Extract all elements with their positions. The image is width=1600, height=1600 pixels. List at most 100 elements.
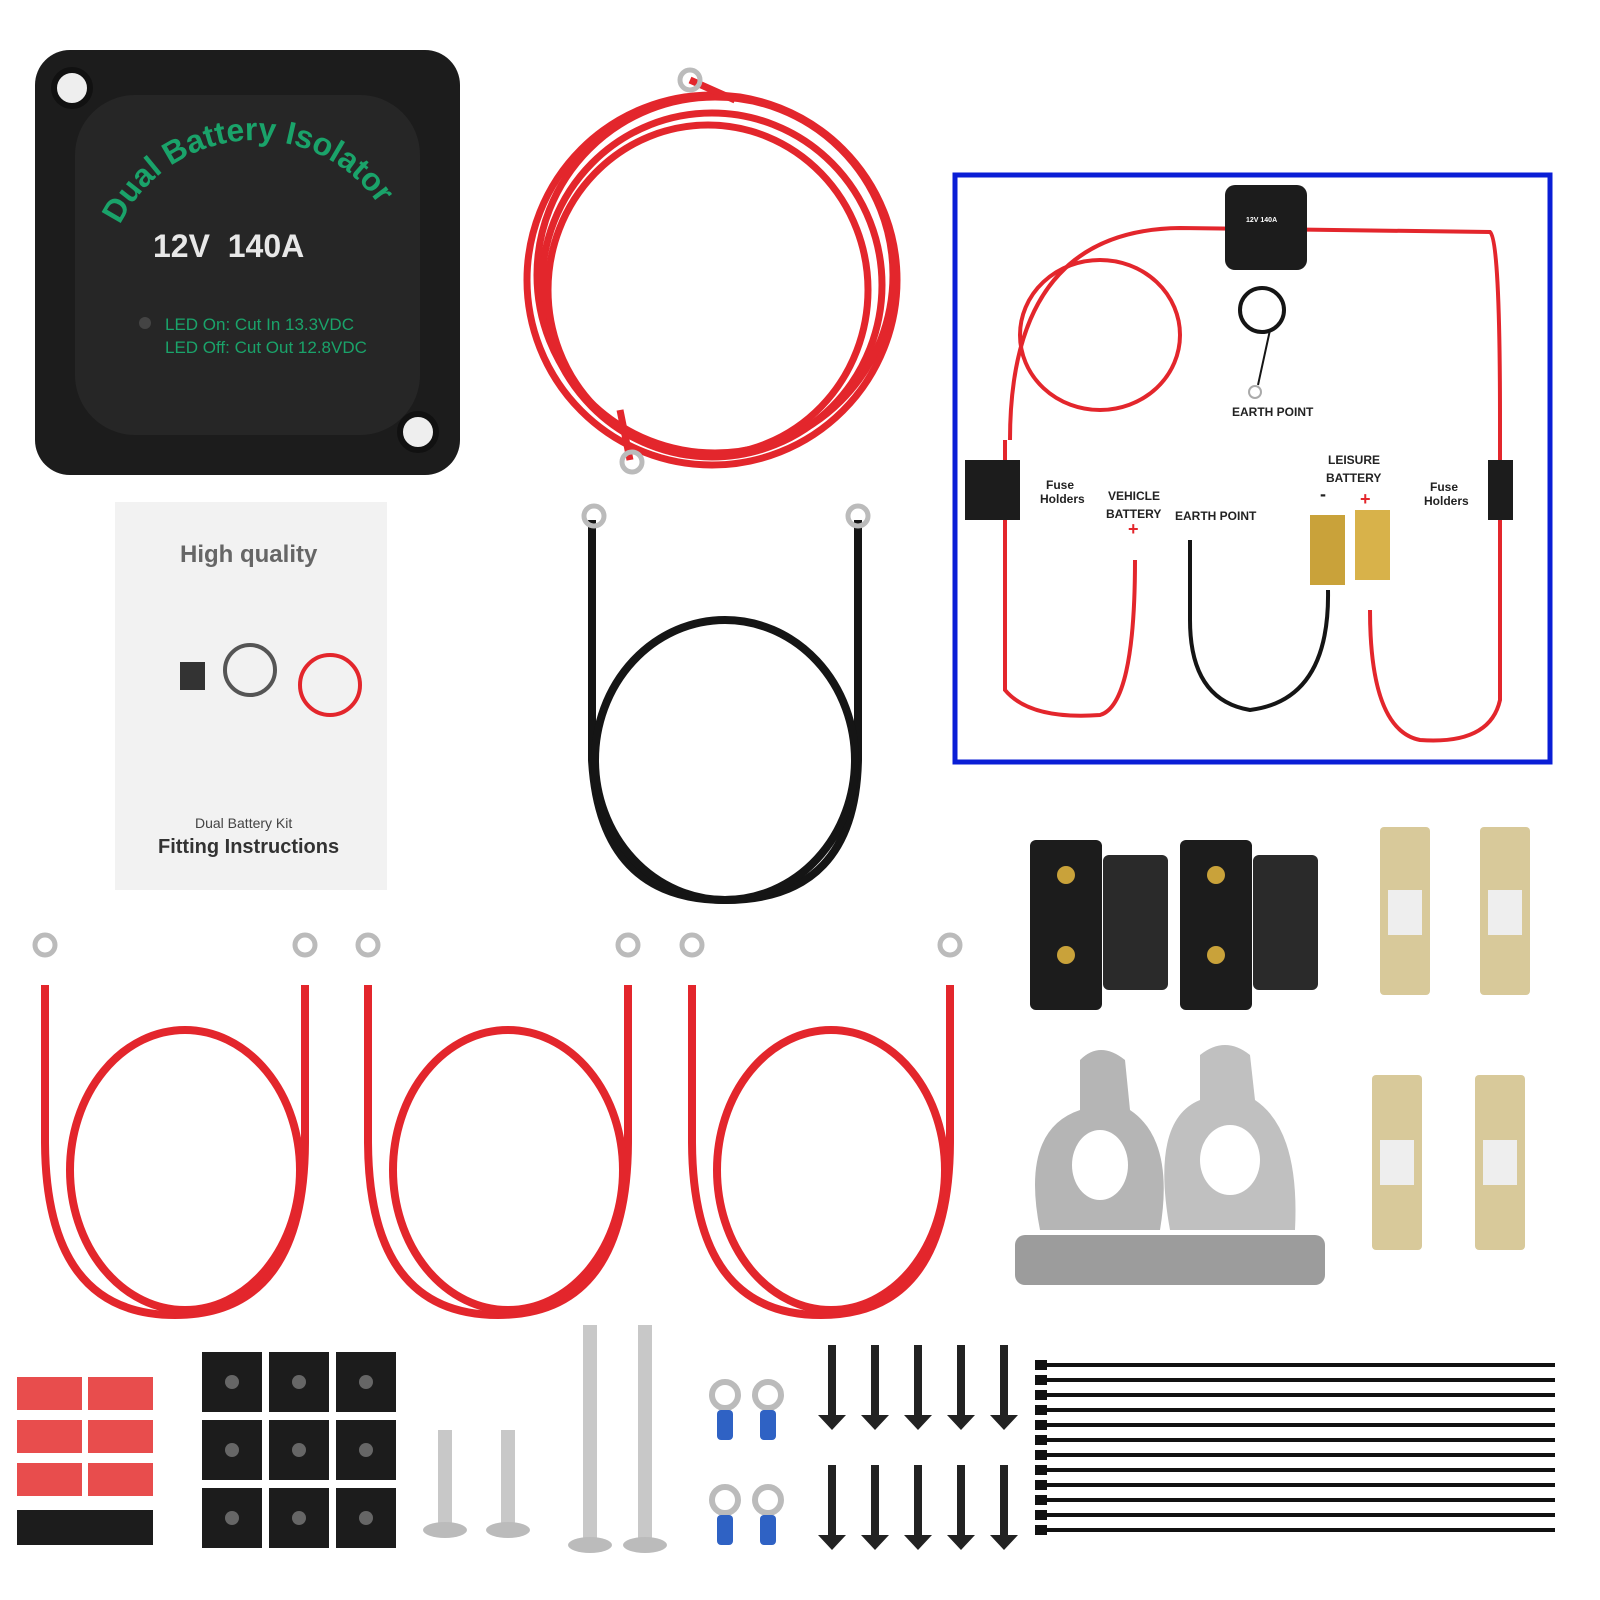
screw-head <box>486 1522 530 1538</box>
black-screw-head <box>990 1535 1018 1550</box>
black-screw-head <box>861 1535 889 1550</box>
black-screw <box>828 1465 836 1535</box>
red-cable-coil <box>523 67 901 475</box>
black-screw-head <box>990 1415 1018 1430</box>
ring-lug <box>679 932 705 958</box>
mount-hole <box>359 1511 373 1525</box>
ring-lug <box>937 932 963 958</box>
cable-tie-head <box>1035 1405 1047 1415</box>
isolator-rating: 12V 140A <box>153 228 304 264</box>
mount-hole <box>225 1443 239 1457</box>
fuse-holders <box>1030 840 1318 1010</box>
ring-lug <box>615 932 641 958</box>
cable-tie-head <box>1035 1420 1047 1430</box>
black-screws <box>818 1345 1018 1550</box>
cable-tie-head <box>1035 1360 1047 1370</box>
diagram-isolator-rating: 12V 140A <box>1246 217 1277 224</box>
mount-hole <box>292 1443 306 1457</box>
cable-tie-head <box>1035 1480 1047 1490</box>
screws <box>423 1325 667 1553</box>
mount-hole <box>292 1511 306 1525</box>
battery-terminals <box>1015 1045 1325 1285</box>
black-screw-head <box>947 1535 975 1550</box>
screw <box>501 1430 515 1530</box>
black-screw <box>871 1345 879 1415</box>
leisure-battery-line2: BATTERY <box>1326 471 1381 485</box>
fuses <box>1372 827 1530 1250</box>
black-cable <box>581 503 871 905</box>
battery-isolator: Dual Battery Isolator 12V 140A LED On: C… <box>35 50 460 475</box>
cable-ties <box>1035 1360 1555 1535</box>
vehicle-battery-line1: VEHICLE <box>1108 489 1160 503</box>
ring-terminal <box>752 1379 784 1411</box>
red-cable-loop <box>713 1026 949 1314</box>
screw <box>583 1325 597 1545</box>
black-screw <box>871 1465 879 1535</box>
black-screw-head <box>947 1415 975 1430</box>
black-screw-head <box>818 1415 846 1430</box>
red-cable-loop <box>389 1026 627 1314</box>
ring-terminal-sleeve <box>760 1410 776 1440</box>
cable-tie-head <box>1035 1510 1047 1520</box>
leisure-battery-line1: LEISURE <box>1328 453 1380 467</box>
plus-sign-vehicle: + <box>1128 519 1139 539</box>
mount-hole <box>292 1375 306 1389</box>
cable-tie-head <box>1035 1375 1047 1385</box>
wiring-diagram: 12V 140A EARTH POINT Fuse Holders VEHICL… <box>952 172 1553 765</box>
black-screw-head <box>818 1535 846 1550</box>
red-cables-short <box>32 932 963 1320</box>
ring-terminal-sleeve <box>760 1515 776 1545</box>
booklet-subtitle: Dual Battery Kit <box>195 815 292 831</box>
mount-hole <box>225 1375 239 1389</box>
black-screw-head <box>904 1535 932 1550</box>
black-screw-head <box>861 1415 889 1430</box>
ring-lug <box>32 932 58 958</box>
screw-head <box>568 1537 612 1553</box>
cable-tie-mounts <box>202 1352 396 1548</box>
ring-terminal-sleeve <box>717 1410 733 1440</box>
plus-sign-leisure: + <box>1360 489 1371 509</box>
ring-terminal-sleeve <box>717 1515 733 1545</box>
screw <box>638 1325 652 1545</box>
cable-tie-head <box>1035 1390 1047 1400</box>
black-screw <box>957 1465 965 1535</box>
cable-tie-head <box>1035 1465 1047 1475</box>
black-screw <box>828 1345 836 1415</box>
fuse-holders-left-line1: Fuse <box>1046 478 1074 492</box>
screw-head <box>623 1537 667 1553</box>
black-screw <box>1000 1345 1008 1415</box>
fuse-holders-right-line2: Holders <box>1424 494 1469 508</box>
cable-tie-head <box>1035 1525 1047 1535</box>
black-screw <box>957 1345 965 1415</box>
ring-terminal <box>709 1379 741 1411</box>
booklet-heading: High quality <box>180 541 318 568</box>
booklet-title: Fitting Instructions <box>158 836 339 858</box>
ring-lug <box>292 932 318 958</box>
screw-head <box>423 1522 467 1538</box>
fuse-holders-left-line2: Holders <box>1040 492 1085 506</box>
black-screw-head <box>904 1415 932 1430</box>
minus-sign: - <box>1320 484 1326 504</box>
heat-shrink-tubes <box>17 1377 153 1545</box>
mount-hole <box>225 1511 239 1525</box>
ring-terminals <box>709 1379 784 1545</box>
black-screw <box>914 1345 922 1415</box>
mount-hole <box>359 1375 373 1389</box>
ring-lug <box>355 932 381 958</box>
ring-terminal <box>752 1484 784 1516</box>
fuse-holders-right-line1: Fuse <box>1430 480 1458 494</box>
black-screw <box>914 1465 922 1535</box>
instruction-booklet: High quality Dual Battery Kit Fitting In… <box>115 502 387 890</box>
black-screw <box>1000 1465 1008 1535</box>
earth-point-top-label: EARTH POINT <box>1232 405 1314 419</box>
red-cable-loop <box>66 1026 304 1314</box>
vehicle-battery-line2: BATTERY <box>1106 507 1161 521</box>
earth-point-bottom-label: EARTH POINT <box>1175 509 1257 523</box>
cable-tie-head <box>1035 1495 1047 1505</box>
isolator-led-on: LED On: Cut In 13.3VDC <box>165 315 354 334</box>
mount-hole <box>359 1443 373 1457</box>
cable-tie-head <box>1035 1435 1047 1445</box>
ring-terminal <box>709 1484 741 1516</box>
isolator-led-off: LED Off: Cut Out 12.8VDC <box>165 338 367 357</box>
